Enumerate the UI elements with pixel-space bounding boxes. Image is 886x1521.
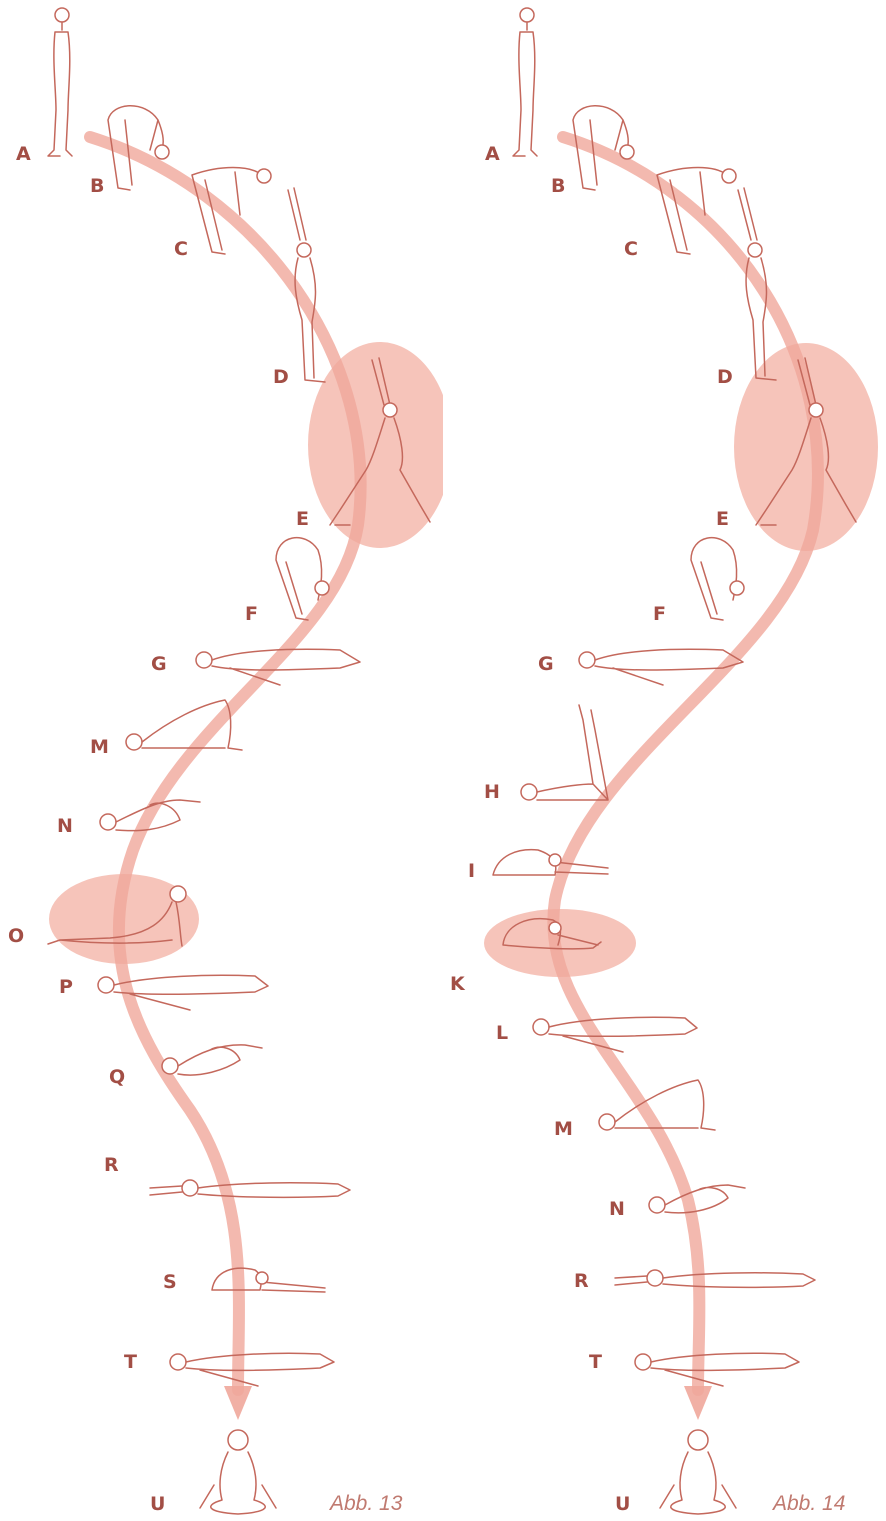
- pose-h-legs-up: [521, 705, 608, 800]
- pose-r-lying-arms-up: [150, 1180, 350, 1197]
- label-n: N: [57, 815, 73, 837]
- sequence-path: [90, 137, 361, 1390]
- label-u: U: [615, 1493, 630, 1515]
- figure-14-diagram: A B C D E F G H I K L M N R T U Abb. 14: [443, 0, 886, 1521]
- label-t: T: [124, 1351, 137, 1373]
- pose-u-seated-meditation: [200, 1430, 276, 1514]
- figure-13: A B C D E F G M N O P Q R S T U Abb. 13: [0, 0, 443, 1521]
- figure-13-diagram: A B C D E F G M N O P Q R S T U Abb. 13: [0, 0, 443, 1521]
- label-d: D: [273, 366, 289, 388]
- label-r: R: [104, 1154, 119, 1176]
- label-g: G: [151, 653, 167, 675]
- label-g: G: [538, 653, 554, 675]
- label-m: M: [554, 1118, 573, 1140]
- label-a: A: [16, 143, 31, 165]
- label-k: K: [450, 973, 466, 995]
- label-c: C: [624, 238, 638, 260]
- pose-f-bend-down: [691, 538, 744, 620]
- path-arrowhead: [224, 1386, 252, 1420]
- pose-r-lying-arms-up: [615, 1270, 815, 1287]
- figure-caption: Abb. 13: [328, 1492, 403, 1515]
- label-e: E: [296, 508, 309, 530]
- label-c: C: [174, 238, 188, 260]
- label-o: O: [8, 925, 24, 947]
- label-h: H: [484, 781, 500, 803]
- pose-s-child: [212, 1268, 325, 1292]
- label-m: M: [90, 736, 109, 758]
- pose-t-lying: [635, 1353, 799, 1386]
- label-r: R: [574, 1270, 589, 1292]
- label-n: N: [609, 1198, 625, 1220]
- label-p: P: [59, 976, 73, 998]
- pose-u-seated-meditation: [660, 1430, 736, 1514]
- label-u: U: [150, 1493, 165, 1515]
- pose-n-knees-to-chest: [649, 1185, 745, 1213]
- label-a: A: [485, 143, 500, 165]
- label-f: F: [245, 603, 258, 625]
- pose-l-lying: [533, 1017, 697, 1052]
- label-q: Q: [109, 1066, 125, 1088]
- label-s: S: [163, 1271, 177, 1293]
- pose-i-child-pose: [493, 850, 608, 875]
- label-d: D: [717, 366, 733, 388]
- figure-caption: Abb. 14: [771, 1492, 845, 1515]
- label-t: T: [589, 1351, 602, 1373]
- path-arrowhead: [684, 1386, 712, 1420]
- figure-14: A B C D E F G H I K L M N R T U Abb. 14: [443, 0, 886, 1521]
- label-b: B: [551, 175, 565, 197]
- label-e: E: [716, 508, 729, 530]
- pose-a-standing: [48, 8, 72, 156]
- label-f: F: [653, 603, 666, 625]
- pose-q-knees-to-chest: [162, 1045, 262, 1075]
- label-l: L: [496, 1022, 508, 1044]
- pose-a-standing: [513, 8, 537, 156]
- sequence-path: [553, 137, 818, 1390]
- pose-t-lying: [170, 1353, 334, 1386]
- label-i: I: [468, 860, 475, 882]
- label-b: B: [90, 175, 104, 197]
